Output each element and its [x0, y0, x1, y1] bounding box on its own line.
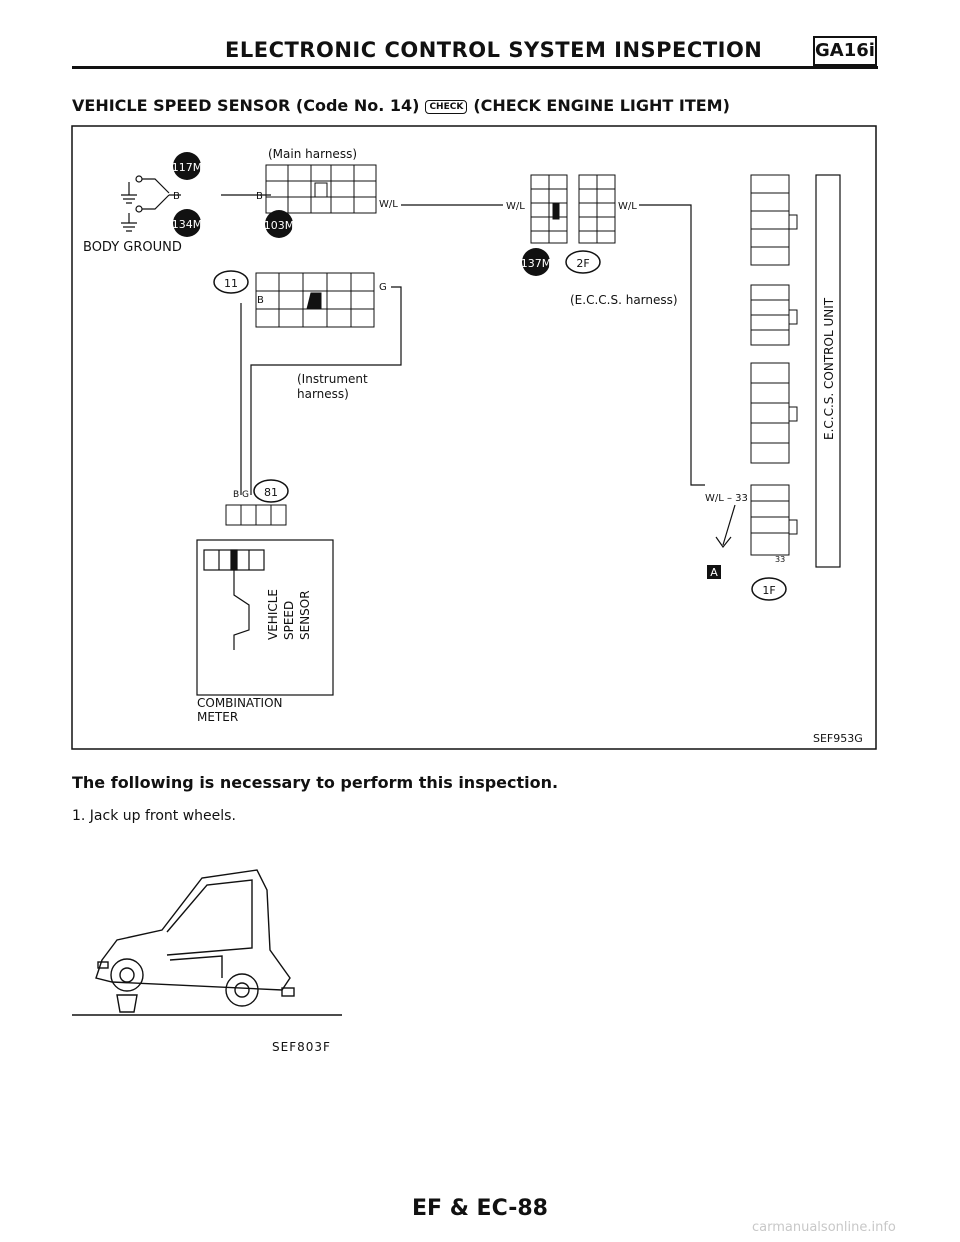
- connector-117m-label: 117M: [172, 161, 203, 174]
- sensor-label-3: SENSOR: [298, 590, 312, 640]
- connector-134m-label: 134M: [172, 218, 203, 231]
- connector-81: [225, 504, 287, 526]
- connector-2f-label: 2F: [576, 257, 589, 270]
- check-engine-icon: CHECK: [425, 99, 468, 114]
- connector-103m-badge: [265, 210, 293, 238]
- connector-2f-badge: [565, 250, 601, 274]
- eccs-connectors: [750, 174, 798, 556]
- connector-11-label: 11: [224, 277, 238, 290]
- wire-wl-eccs: [639, 204, 705, 486]
- combination-meter-label-1: COMBINATION: [197, 696, 283, 710]
- page-number: EF & EC-88: [412, 1196, 548, 1221]
- wiring-diagram: 117M 134M BODY GROUND B (Main harness) B…: [71, 125, 877, 750]
- section-heading: VEHICLE SPEED SENSOR (Code No. 14) CHECK (…: [72, 96, 730, 115]
- inspection-intro: The following is necessary to perform th…: [72, 773, 559, 792]
- main-harness-wl-label: W/L: [379, 199, 398, 210]
- connector-main-harness: [265, 164, 377, 214]
- instrument-harness-label-1: (Instrument: [297, 372, 368, 386]
- eccs-control-unit-label: E.C.C.S. CONTROL UNIT: [822, 297, 836, 440]
- connector-137m-badge: [522, 248, 550, 276]
- section-heading-prefix: VEHICLE SPEED SENSOR (Code No. 14): [72, 96, 420, 115]
- wire-bg-label: B G: [233, 490, 249, 500]
- marker-a-label: A: [710, 566, 718, 579]
- connector-1f-label: 1F: [762, 584, 775, 597]
- connector-117m-badge: [173, 152, 201, 180]
- ground-symbols: [121, 175, 170, 232]
- marker-a-box: [707, 565, 721, 579]
- connector-81-badge: [253, 479, 289, 503]
- page-header-title: ELECTRONIC CONTROL SYSTEM INSPECTION: [225, 38, 763, 62]
- wire-wl-137m-label: W/L: [506, 201, 525, 212]
- pin-33-label: 33: [775, 555, 785, 564]
- sensor-label-2: SPEED: [282, 601, 296, 640]
- connector-instrument-harness: [255, 272, 375, 328]
- step-1: 1. Jack up front wheels.: [72, 808, 236, 824]
- wire-b-label: B: [173, 191, 180, 202]
- engine-badge: GA16i: [813, 36, 877, 66]
- eccs-control-unit-box: [815, 174, 841, 568]
- main-harness-b-label: B: [256, 191, 263, 202]
- wire-wl-2f-label: W/L: [618, 201, 637, 212]
- diagram-code: SEF953G: [813, 732, 863, 745]
- connector-2f: [578, 174, 616, 244]
- wire-g: [250, 286, 402, 495]
- diagram-frame: [71, 125, 877, 750]
- main-harness-label: (Main harness): [268, 147, 357, 161]
- sensor-label-1: VEHICLE: [266, 589, 280, 640]
- body-ground-label: BODY GROUND: [83, 240, 182, 255]
- combination-meter-label-2: METER: [197, 710, 238, 724]
- header-rule: [72, 66, 878, 69]
- section-heading-suffix: (CHECK ENGINE LIGHT ITEM): [473, 96, 730, 115]
- watermark: carmanualsonline.info: [752, 1220, 896, 1235]
- connector-81-label: 81: [264, 486, 278, 499]
- combination-meter-box: [196, 539, 334, 696]
- instrument-harness-g-label: G: [379, 282, 387, 293]
- connector-134m-badge: [173, 209, 201, 237]
- connector-137m-label: 137M: [521, 257, 552, 270]
- connector-137m: [530, 174, 568, 244]
- wire-wl33-label: W/L – 33: [705, 493, 748, 504]
- pin-arrow: [715, 504, 736, 549]
- connector-1f-badge: [751, 577, 787, 601]
- jacked-car-illustration: [72, 869, 342, 1016]
- eccs-harness-label: (E.C.C.S. harness): [570, 293, 678, 307]
- figure-code: SEF803F: [272, 1040, 331, 1054]
- connector-103m-label: 103M: [264, 219, 295, 232]
- connector-11-badge: [213, 270, 249, 294]
- instrument-harness-label-2: harness): [297, 387, 349, 401]
- instrument-harness-b-label: B: [257, 295, 264, 306]
